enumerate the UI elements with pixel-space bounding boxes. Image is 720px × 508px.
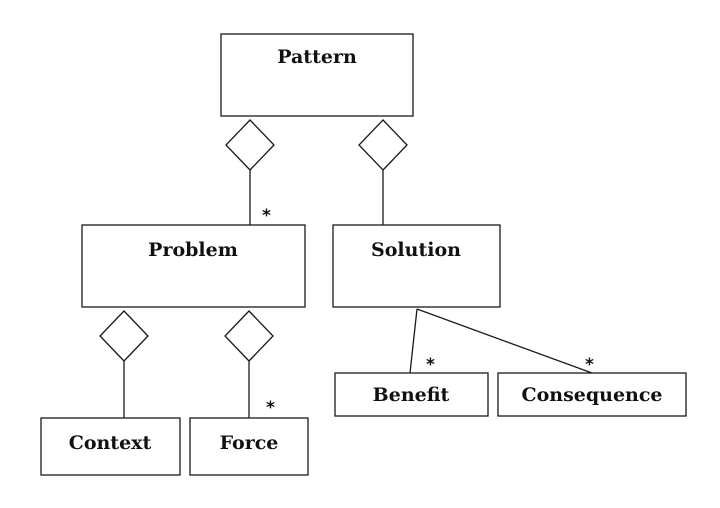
aggregation-diamond-problem-context [99,310,149,362]
aggregation-diamond-pattern-problem [225,119,275,171]
class-context-label: Context [69,432,152,454]
class-force-label: Force [220,432,279,454]
class-problem-box [81,224,306,308]
class-consequence-box [497,372,687,417]
class-force-box [189,417,309,476]
aggregation-diamond-pattern-solution [358,119,408,171]
class-pattern-box [220,33,414,117]
class-force[interactable]: Force [189,417,309,476]
class-consequence[interactable]: Consequence [497,372,687,417]
class-pattern[interactable]: Pattern [220,33,414,117]
class-benefit-label: Benefit [373,384,450,406]
class-problem-label: Problem [148,239,238,261]
multiplicity-solution-benefit: * [426,355,435,375]
class-pattern-label: Pattern [277,46,357,68]
class-context-box [40,417,181,476]
edge-solution-consequence [416,308,593,374]
aggregation-diamond-problem-force [224,310,274,362]
class-consequence-label: Consequence [521,384,662,406]
class-benefit-box [334,372,489,417]
multiplicity-problem-force: * [266,398,275,418]
class-solution-box [332,224,501,308]
class-solution[interactable]: Solution [332,224,501,308]
class-solution-label: Solution [371,239,461,261]
class-context[interactable]: Context [40,417,181,476]
class-benefit[interactable]: Benefit [334,372,489,417]
class-problem[interactable]: Problem [81,224,306,308]
multiplicity-solution-consequence: * [585,355,594,375]
multiplicity-pattern-problem: * [262,206,271,226]
edge-solution-benefit [409,308,418,374]
